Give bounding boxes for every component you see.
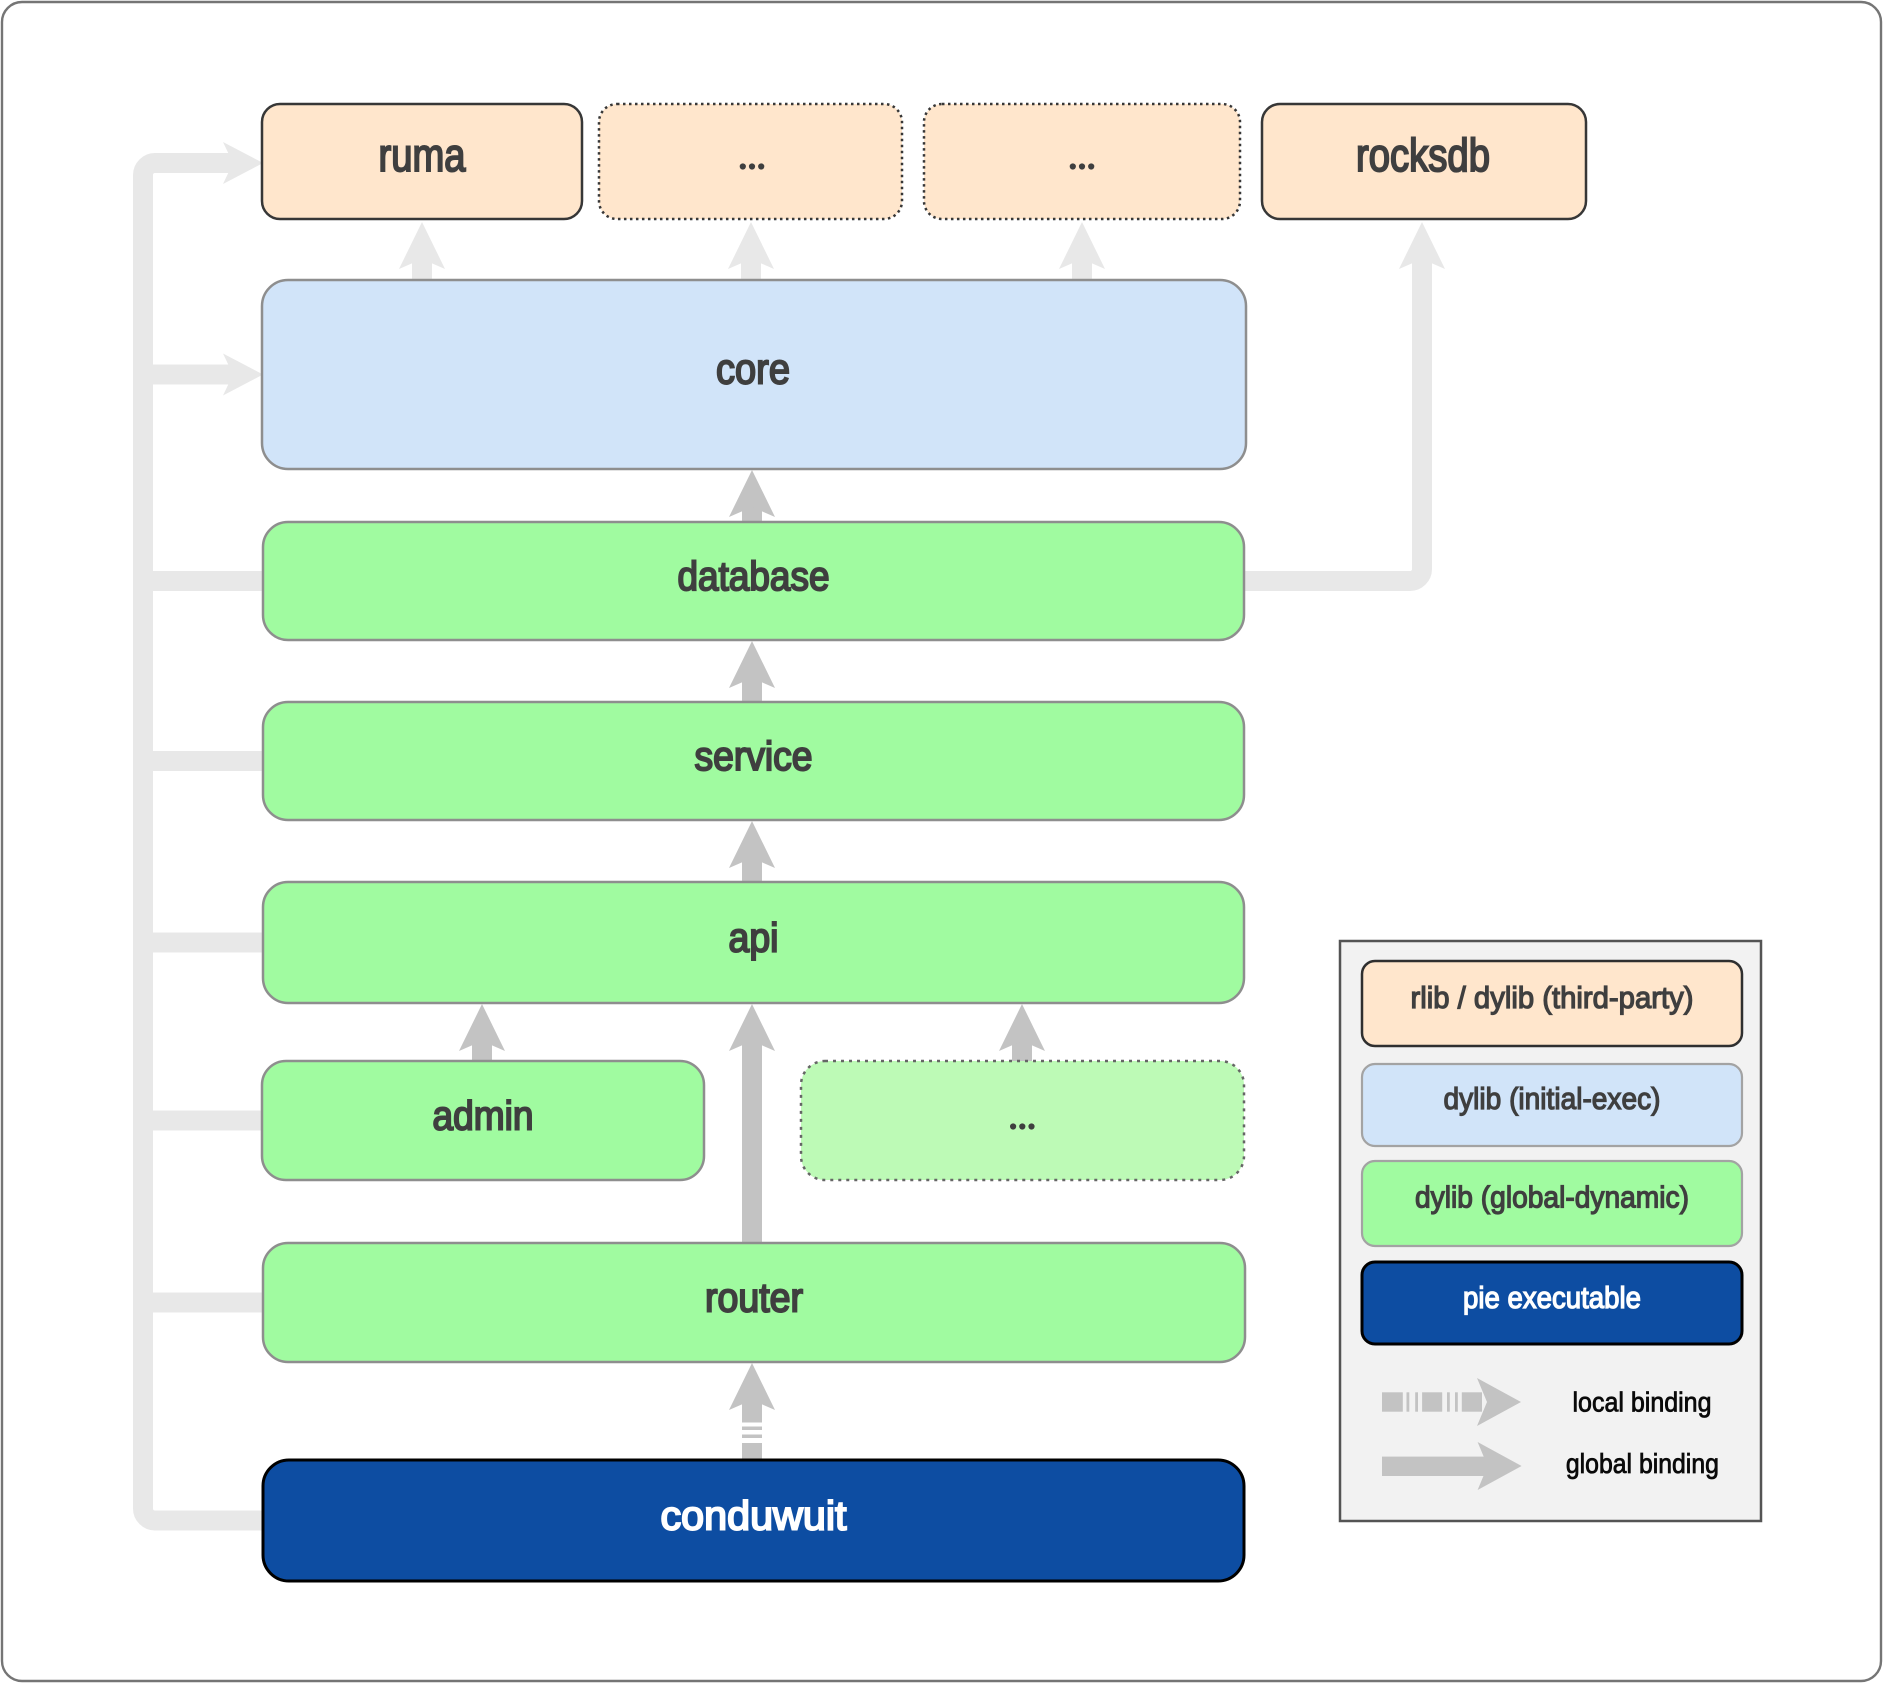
svg-text:database: database xyxy=(678,553,830,599)
svg-text:core: core xyxy=(716,346,790,394)
svg-text:dylib (global-dynamic): dylib (global-dynamic) xyxy=(1415,1180,1689,1215)
svg-text:pie executable: pie executable xyxy=(1463,1280,1641,1315)
svg-text:rocksdb: rocksdb xyxy=(1356,129,1490,181)
svg-text:service: service xyxy=(695,733,813,779)
svg-text:dylib (initial-exec): dylib (initial-exec) xyxy=(1444,1081,1661,1116)
svg-text:local binding: local binding xyxy=(1573,1387,1712,1418)
svg-text:conduwuit: conduwuit xyxy=(661,1493,848,1539)
svg-text:rlib / dylib (third-party): rlib / dylib (third-party) xyxy=(1411,980,1694,1015)
svg-text:api: api xyxy=(729,915,779,961)
svg-text:router: router xyxy=(705,1275,803,1321)
svg-text:admin: admin xyxy=(433,1093,534,1139)
svg-text:global binding: global binding xyxy=(1566,1448,1719,1479)
svg-text:ruma: ruma xyxy=(379,129,466,181)
